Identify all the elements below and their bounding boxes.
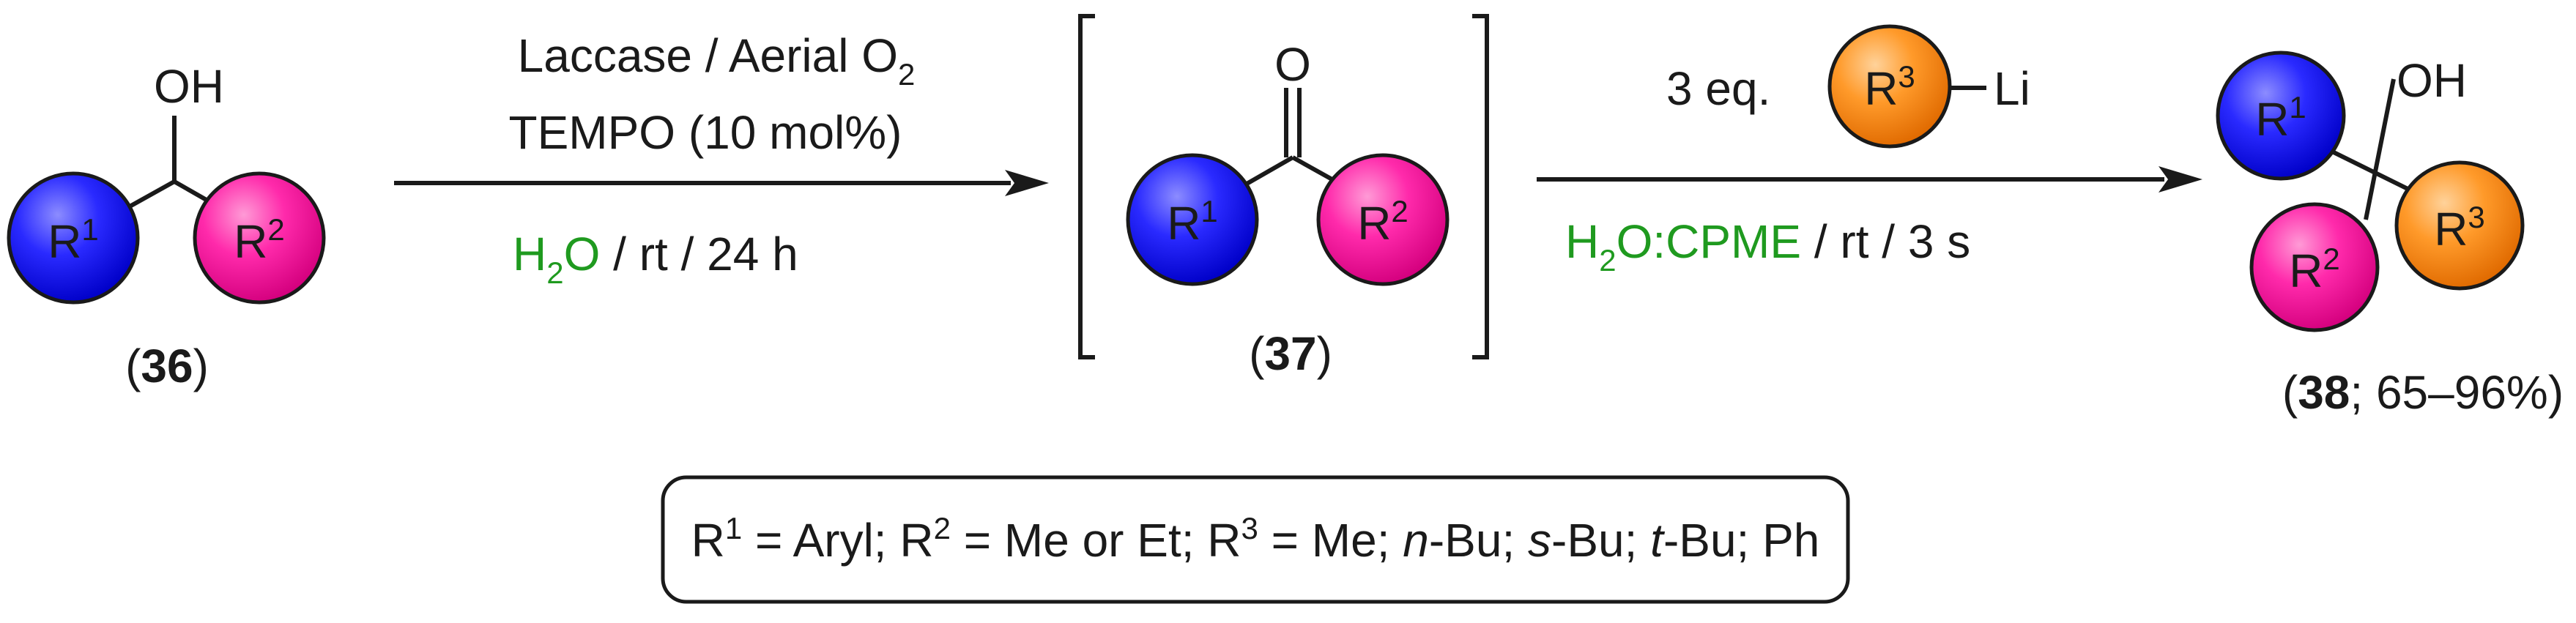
compound-37: [1236, 88, 1351, 191]
r1-label: R1: [1167, 194, 1218, 250]
r2-label: R2: [1357, 194, 1408, 250]
r2-sphere: [1316, 153, 1450, 286]
left-bracket: [1078, 14, 1095, 359]
step1-line3: H2O / rt / 24 h: [513, 228, 798, 290]
r3-sphere: [2394, 160, 2525, 291]
compound-label-38: (38; 65–96%): [2282, 366, 2564, 419]
step1-line2: TEMPO (10 mol%): [509, 106, 902, 159]
step2-conditions: H2O:CPME / rt / 3 s: [1565, 215, 1970, 277]
hydroxyl-label: OH: [2397, 54, 2467, 107]
r1-label: R1: [2255, 90, 2306, 146]
step1-line1: Laccase / Aerial O2: [518, 29, 916, 92]
compound-label-36: (36): [125, 340, 209, 392]
lithium-label: Li: [1994, 62, 2030, 115]
r1-sphere: [2216, 51, 2346, 181]
oxygen-label: O: [1274, 38, 1311, 91]
r2-sphere: [2249, 202, 2380, 332]
step2-equiv: 3 eq.: [1666, 62, 1770, 115]
substituent-legend-box: [661, 475, 1850, 604]
hydroxyl-label: OH: [154, 60, 224, 113]
bond: [2364, 78, 2396, 220]
r3-reagent-label: R3: [1864, 59, 1915, 115]
r2-sphere: [193, 171, 326, 305]
r2-label: R2: [234, 212, 285, 268]
r2-label: R2: [2289, 242, 2340, 297]
r3-label: R3: [2434, 200, 2485, 255]
substituent-legend: R1 = Aryl; R2 = Me or Et; R3 = Me; n-Bu;…: [691, 511, 1820, 567]
arrowhead-1: [1005, 170, 1049, 196]
r1-sphere: [1126, 153, 1259, 286]
arrowhead-2: [2159, 166, 2202, 193]
r1-sphere: [7, 171, 140, 305]
compound-label-37: (37): [1249, 327, 1332, 380]
r1-label: R1: [48, 212, 99, 268]
right-bracket: [1472, 14, 1489, 359]
